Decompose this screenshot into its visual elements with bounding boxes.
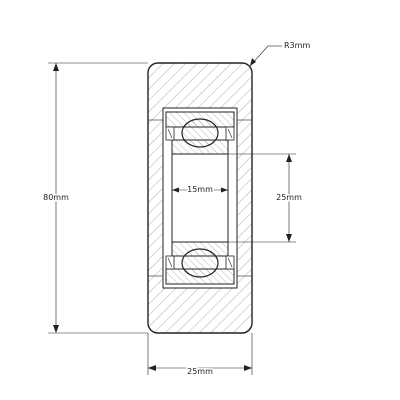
- outer-dimension: 25mm: [228, 153, 304, 243]
- height-dimension: 80mm: [42, 62, 148, 334]
- width-dimension: 25mm: [147, 333, 253, 378]
- bore-dimension: 15mm: [172, 184, 228, 196]
- bore-label: 15mm: [187, 185, 213, 194]
- outer-label: 25mm: [276, 193, 302, 202]
- bearing-top-section: [165, 111, 235, 155]
- radius-label: R3mm: [284, 41, 310, 50]
- ball-bottom: [181, 248, 219, 278]
- bearing-bottom-section: [165, 241, 235, 285]
- height-label: 80mm: [43, 193, 69, 202]
- bore: [171, 153, 229, 243]
- radius-dimension: R3mm: [249, 41, 310, 67]
- width-label: 25mm: [187, 367, 213, 376]
- ball-top: [181, 118, 219, 148]
